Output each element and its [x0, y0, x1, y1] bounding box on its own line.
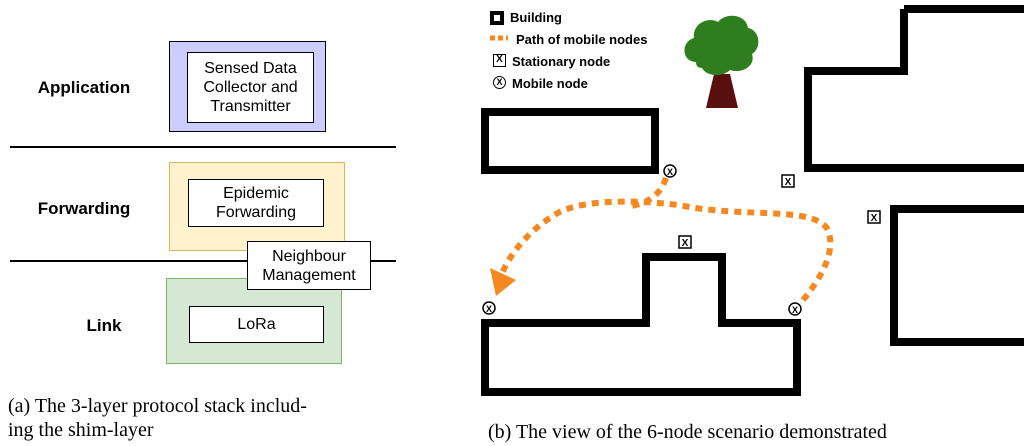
node-symbol: X: [792, 305, 798, 315]
mobile-node-path: [495, 198, 834, 302]
box-line: Management: [262, 266, 356, 284]
box-line: Epidemic: [223, 185, 289, 202]
node-symbol: X: [682, 238, 689, 249]
stationary-node-icon: X: [678, 235, 692, 249]
box-line: LoRa: [237, 316, 276, 333]
node-symbol: X: [785, 177, 792, 188]
layer-label-link: Link: [86, 316, 122, 335]
mobile-node-icon: X: [482, 301, 496, 315]
scenario-map: X X X X X X: [481, 5, 1024, 396]
box-line: Sensed Data: [204, 60, 297, 77]
layer-divider-bottom: [10, 260, 396, 262]
caption-a: (a) The 3-layer protocol stack includ- i…: [8, 394, 418, 442]
box-line: Transmitter: [210, 98, 291, 115]
building-top-right: [804, 5, 1024, 172]
mobile-node-icon: X: [663, 164, 677, 178]
caption-line: (a) The 3-layer protocol stack includ-: [8, 395, 307, 417]
layer-divider-top: [10, 146, 396, 148]
stationary-node-icon: X: [493, 54, 506, 67]
box-line: Collector and: [203, 79, 298, 96]
mobile-node-path-top: [629, 176, 669, 209]
node-symbol: X: [667, 167, 673, 177]
lora-box: LoRa: [189, 306, 324, 343]
sensed-data-collector-box: Sensed Data Collector and Transmitter: [187, 52, 314, 123]
mobile-node-icon: X: [788, 302, 802, 316]
stationary-node-icon: X: [781, 174, 795, 188]
building-icon: [490, 11, 504, 25]
tree-icon: [684, 15, 759, 108]
building-left: [481, 108, 659, 174]
epidemic-forwarding-box: Epidemic Forwarding: [188, 179, 324, 227]
layer-label-application: Application: [37, 78, 131, 97]
node-symbol: X: [871, 213, 878, 224]
mobile-node-icon: X: [493, 76, 506, 89]
node-symbol: X: [486, 304, 492, 314]
legend-building-label: Building: [510, 10, 562, 25]
legend-mobile-label: Mobile node: [512, 76, 588, 91]
path-arrow: [490, 268, 516, 296]
box-line: Forwarding: [215, 204, 297, 221]
building-right-middle: [890, 205, 1024, 346]
stationary-node-icon: X: [867, 210, 881, 224]
legend: Building Path of mobile nodes X Stationa…: [488, 8, 688, 98]
legend-stationary-label: Stationary node: [512, 54, 611, 69]
caption-b: (b) The view of the 6-node scenario demo…: [488, 421, 887, 443]
neighbour-management-box: Neighbour Management: [247, 241, 371, 290]
legend-path-label: Path of mobile nodes: [516, 32, 648, 47]
building-bottom: [481, 253, 801, 396]
box-line: Neighbour: [272, 247, 346, 265]
path-legend-icon: [490, 35, 508, 41]
layer-label-forwarding: Forwarding: [37, 199, 131, 218]
caption-line: ing the shim-layer: [8, 419, 154, 441]
